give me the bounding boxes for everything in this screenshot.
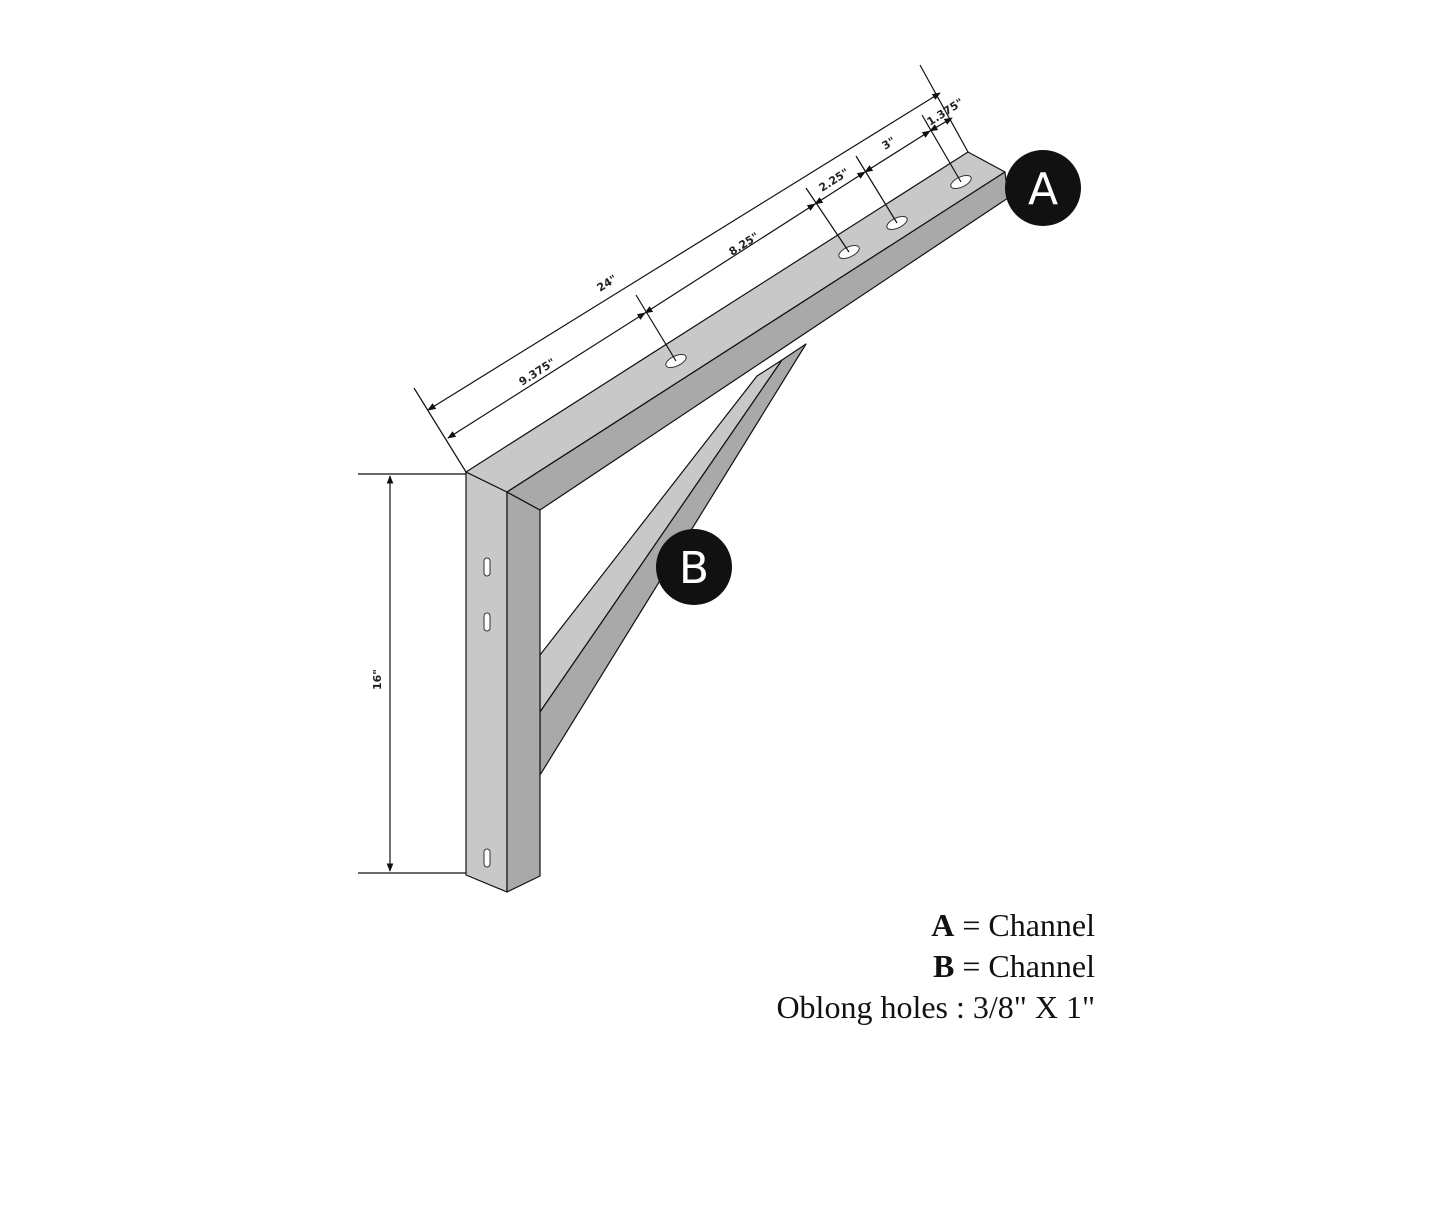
marker-a: A <box>1005 150 1081 226</box>
oblong-holes <box>483 175 972 868</box>
svg-text:B: B <box>679 543 709 594</box>
beam-front-face <box>506 171 1009 511</box>
dim-1375: 1.375" <box>925 96 966 129</box>
post-side-face <box>506 491 541 893</box>
marker-b: B <box>656 529 732 605</box>
post-front-face <box>465 471 508 893</box>
svg-text:A: A <box>1028 164 1058 215</box>
dimension-lines <box>358 64 969 874</box>
legend-holes: Oblong holes : 3/8" X 1" <box>776 989 1095 1025</box>
dim-3: 3" <box>880 134 898 152</box>
legend: A = Channel B = Channel Oblong holes : 3… <box>776 905 1095 1028</box>
legend-a: A = Channel <box>931 907 1095 943</box>
dim-24: 24" <box>595 272 620 294</box>
dim-825: 8.25" <box>727 230 762 259</box>
dim-16: 16" <box>371 669 384 690</box>
legend-b: B = Channel <box>932 948 1095 984</box>
dim-225: 2.25" <box>817 166 852 195</box>
